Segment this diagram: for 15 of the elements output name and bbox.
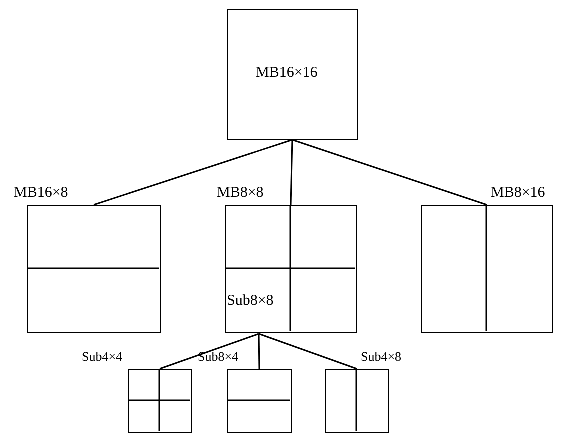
block-label: MB16×16 [256, 66, 318, 81]
connector-line [94, 139, 293, 206]
block-label: MB8×8 [217, 186, 264, 201]
connector-line [290, 140, 294, 206]
connector-line [258, 333, 358, 370]
connector-line [258, 334, 260, 370]
block-label: MB8×16 [491, 186, 546, 201]
block-label: Sub4×4 [82, 350, 123, 363]
block-rect [227, 9, 358, 140]
connector-line [292, 139, 488, 206]
connector-line [160, 333, 260, 370]
block-label: Sub8×8 [227, 294, 274, 309]
block-label: Sub8×4 [198, 350, 239, 363]
block-label: MB16×8 [14, 186, 68, 201]
block-label: Sub4×8 [361, 350, 402, 363]
